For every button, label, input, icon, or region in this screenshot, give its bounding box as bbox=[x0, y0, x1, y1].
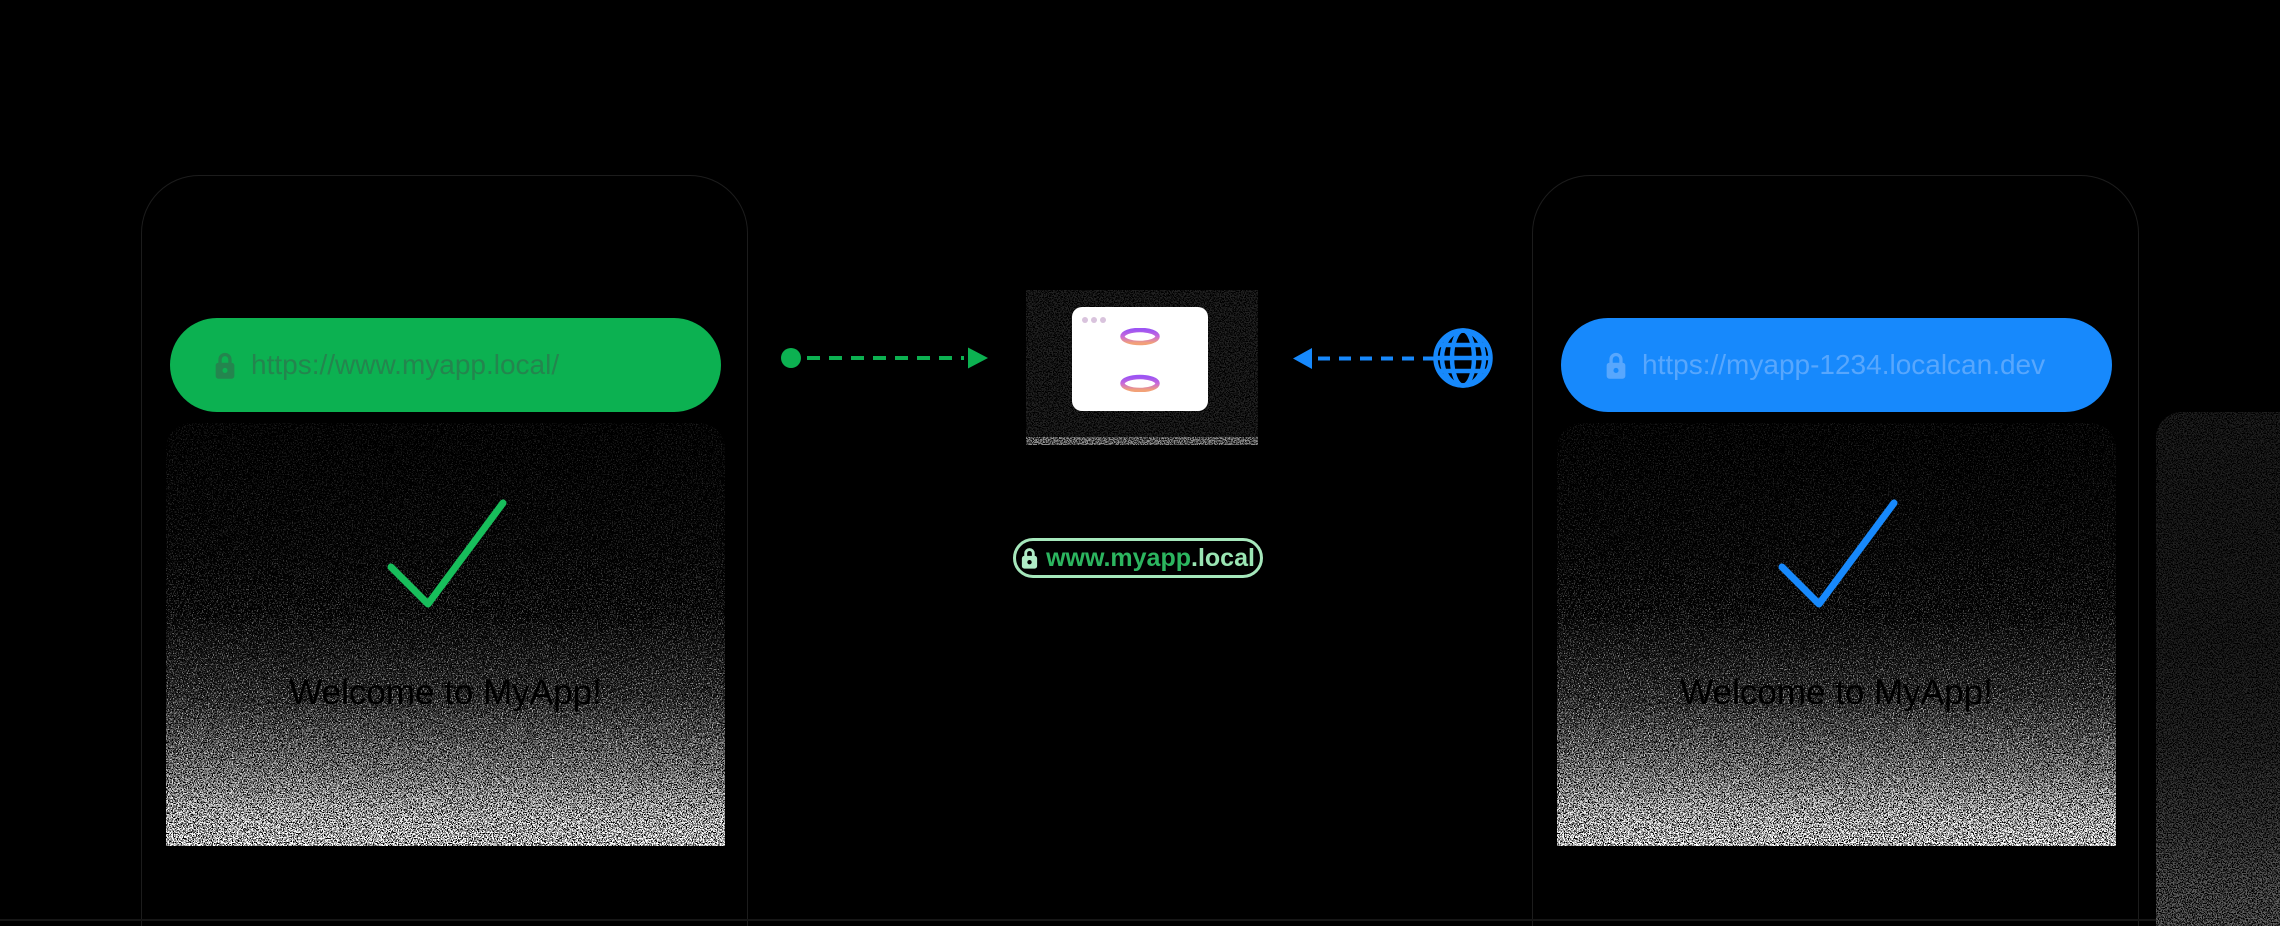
arrow-origin-dot bbox=[781, 348, 801, 368]
window-dots bbox=[1082, 317, 1106, 323]
globe-icon bbox=[1433, 328, 1493, 388]
app-backdrop bbox=[1026, 290, 1258, 445]
left-browser-frame: https://www.myapp.local/ Welcome to MyAp… bbox=[141, 175, 748, 926]
welcome-text: Welcome to MyApp! bbox=[1680, 673, 1993, 712]
screen-noise bbox=[1557, 423, 2116, 846]
left-browser-screen: Welcome to MyApp! bbox=[166, 423, 725, 846]
welcome-text: Welcome to MyApp! bbox=[289, 673, 602, 712]
domain-pill: www.myapp.local bbox=[1013, 538, 1263, 578]
app-window-icon bbox=[1072, 307, 1208, 411]
lock-icon bbox=[1606, 352, 1626, 379]
domain-main: www.myapp bbox=[1046, 543, 1191, 572]
lock-icon bbox=[215, 352, 235, 379]
right-checkmark-icon bbox=[1778, 499, 1897, 608]
database-cylinder-icon bbox=[1120, 328, 1160, 392]
outbound-arrow bbox=[781, 347, 988, 369]
left-checkmark-icon bbox=[387, 499, 506, 608]
right-address-bar[interactable]: https://myapp-1234.localcan.dev bbox=[1561, 318, 2112, 412]
right-browser-frame: https://myapp-1234.localcan.dev Welcome … bbox=[1532, 175, 2139, 926]
domain-tld: .local bbox=[1191, 543, 1255, 572]
left-address-url: https://www.myapp.local/ bbox=[251, 349, 560, 380]
inbound-arrow bbox=[1293, 348, 1452, 369]
screen-noise bbox=[166, 423, 725, 846]
right-address-url: https://myapp-1234.localcan.dev bbox=[1642, 349, 2046, 380]
left-address-bar[interactable]: https://www.myapp.local/ bbox=[170, 318, 721, 412]
cropped-screen-edge bbox=[2156, 412, 2280, 926]
bottom-divider bbox=[0, 919, 2280, 921]
right-browser-screen: Welcome to MyApp! bbox=[1557, 423, 2116, 846]
lock-icon bbox=[1021, 548, 1038, 569]
